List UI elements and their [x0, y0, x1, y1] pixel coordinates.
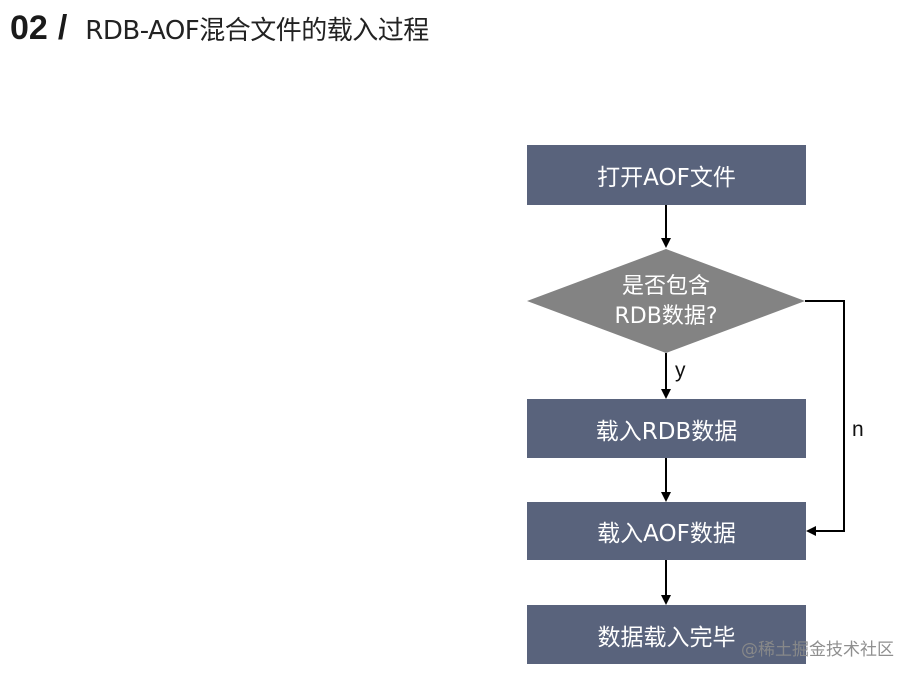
page-title: 02 / RDB-AOF混合文件的载入过程: [10, 8, 429, 48]
edge-label-yes: y: [675, 359, 686, 382]
title-text: RDB-AOF混合文件的载入过程: [85, 15, 429, 46]
step-load-complete-label: 数据载入完毕: [597, 624, 736, 651]
watermark: @稀土掘金技术社区: [741, 640, 894, 660]
title-separator: /: [57, 8, 68, 47]
decision-diamond: [527, 249, 805, 353]
edge-label-no: n: [852, 418, 864, 441]
step-open-aof-label: 打开AOF文件: [597, 165, 736, 191]
step-open-aof-file: 打开AOF文件: [527, 145, 806, 205]
step-load-rdb-data: 载入RDB数据: [527, 399, 806, 458]
arrow-no: [805, 300, 845, 536]
section-number: 02: [10, 8, 48, 47]
step-load-aof-data: 载入AOF数据: [527, 502, 806, 560]
step-load-aof-label: 载入AOF数据: [597, 521, 736, 547]
decision-label-line2: RDB数据?: [614, 304, 718, 329]
step-load-complete: 数据载入完毕: [527, 605, 806, 664]
decision-label: 是否包含 RDB数据?: [566, 272, 766, 332]
decision-label-line1: 是否包含: [621, 274, 710, 299]
step-load-rdb-label: 载入RDB数据: [595, 418, 738, 445]
